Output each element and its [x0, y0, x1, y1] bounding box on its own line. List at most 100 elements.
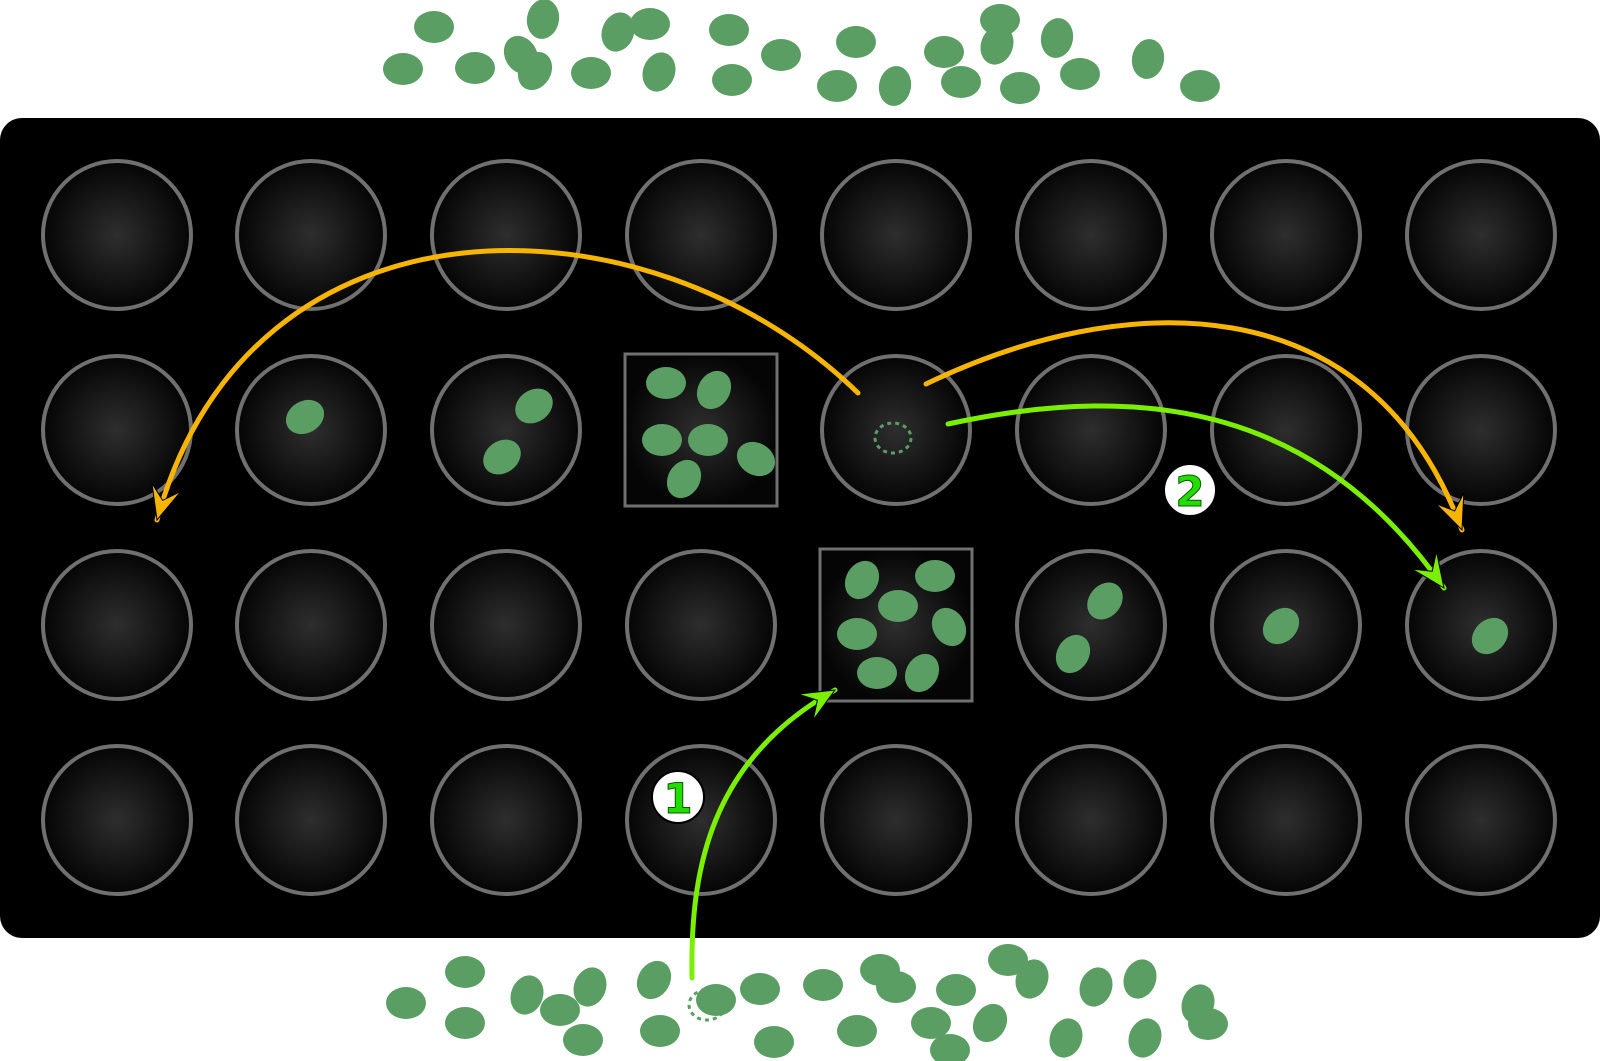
well-r0c6	[1210, 159, 1362, 311]
particle	[455, 52, 495, 84]
particle	[640, 1015, 680, 1047]
green-arrow-2	[945, 403, 1447, 591]
particle	[1087, 582, 1123, 620]
particle	[936, 974, 976, 1006]
well-circle	[430, 354, 582, 506]
well-r3c2	[430, 744, 582, 896]
particle	[383, 53, 423, 85]
well-circle	[1015, 354, 1167, 506]
well-circle	[820, 159, 972, 311]
well-circle	[1405, 354, 1557, 506]
particle	[696, 370, 732, 410]
well-r2c6	[1210, 549, 1362, 701]
particle	[712, 64, 752, 96]
well-r0c3	[625, 159, 777, 311]
well-r3c4	[820, 744, 972, 896]
well-r0c0	[41, 159, 193, 311]
particle	[1000, 72, 1040, 104]
particle	[1188, 1008, 1228, 1040]
particle	[709, 14, 749, 46]
green-arrow-1-head	[797, 689, 837, 721]
particle	[837, 1015, 877, 1047]
particle	[601, 12, 635, 52]
green-arrow-1	[689, 687, 838, 981]
particle	[1049, 1018, 1083, 1058]
top-particle-pool	[383, 0, 1220, 106]
well-r2c4	[818, 547, 974, 703]
particle	[911, 1007, 951, 1039]
well-r1c5	[1015, 354, 1167, 506]
particle	[1131, 39, 1165, 79]
particle	[666, 459, 702, 499]
well-r0c5	[1015, 159, 1167, 311]
well-r3c1	[235, 744, 387, 896]
particle	[445, 1007, 485, 1039]
well-circle	[41, 744, 193, 896]
well-circle	[430, 549, 582, 701]
well-r1c6	[1210, 354, 1362, 506]
particle	[515, 388, 553, 424]
particle	[836, 26, 876, 58]
well-r3c6	[1210, 744, 1362, 896]
well-r3c0	[41, 744, 193, 896]
removed-particle-marker	[873, 421, 913, 455]
particle	[878, 590, 918, 622]
particle	[503, 35, 539, 75]
particle	[930, 1034, 970, 1061]
particle	[1123, 959, 1157, 999]
well-circle	[625, 159, 777, 311]
particle	[1040, 18, 1074, 58]
particle	[860, 954, 900, 986]
particle	[761, 39, 801, 71]
particle	[414, 11, 454, 43]
particle	[1128, 1018, 1162, 1058]
well-circle	[1015, 549, 1167, 701]
particle	[571, 57, 611, 89]
well-r2c2	[430, 549, 582, 701]
particle	[483, 439, 521, 475]
well-circle	[41, 159, 193, 311]
particle	[1180, 70, 1220, 102]
well-r0c1	[235, 159, 387, 311]
well-circle	[1210, 159, 1362, 311]
well-circle	[1015, 744, 1167, 896]
step-label-1-text: 1	[663, 774, 692, 823]
green-arrow-2-head	[1411, 551, 1445, 590]
well-r2c0	[41, 549, 193, 701]
particle	[510, 975, 544, 1015]
particle	[1055, 634, 1091, 674]
orange-arrow-right-head	[1435, 492, 1465, 532]
particle	[915, 560, 955, 592]
particle	[1471, 617, 1509, 655]
well-circle	[1210, 354, 1362, 506]
transfer-arrows	[151, 248, 1465, 981]
well-r3c7	[1405, 744, 1557, 896]
well-circle	[625, 549, 777, 701]
well-r1c2	[430, 354, 582, 506]
well-r1c7	[1405, 354, 1557, 506]
well-grid	[41, 159, 1557, 896]
particle	[540, 994, 580, 1026]
well-r1c3	[623, 352, 779, 508]
well-circle	[235, 159, 387, 311]
particle	[285, 399, 325, 435]
well-r0c4	[820, 159, 972, 311]
particle	[563, 1024, 603, 1056]
well-r2c3	[625, 549, 777, 701]
well-r3c5	[1015, 744, 1167, 896]
removed-particle-marker	[687, 988, 727, 1022]
particle	[1060, 58, 1100, 90]
well-circle	[820, 744, 972, 896]
well-r2c5	[1015, 549, 1167, 701]
particle	[980, 4, 1020, 36]
orange-arrow-left-head	[151, 482, 182, 522]
bottom-particle-pool	[386, 944, 1228, 1061]
particle	[630, 8, 670, 40]
well-circle	[235, 744, 387, 896]
step-label-2: 2	[1163, 463, 1217, 517]
well-circle	[235, 549, 387, 701]
particle	[837, 618, 877, 650]
well-circle	[430, 744, 582, 896]
particle	[740, 973, 780, 1005]
